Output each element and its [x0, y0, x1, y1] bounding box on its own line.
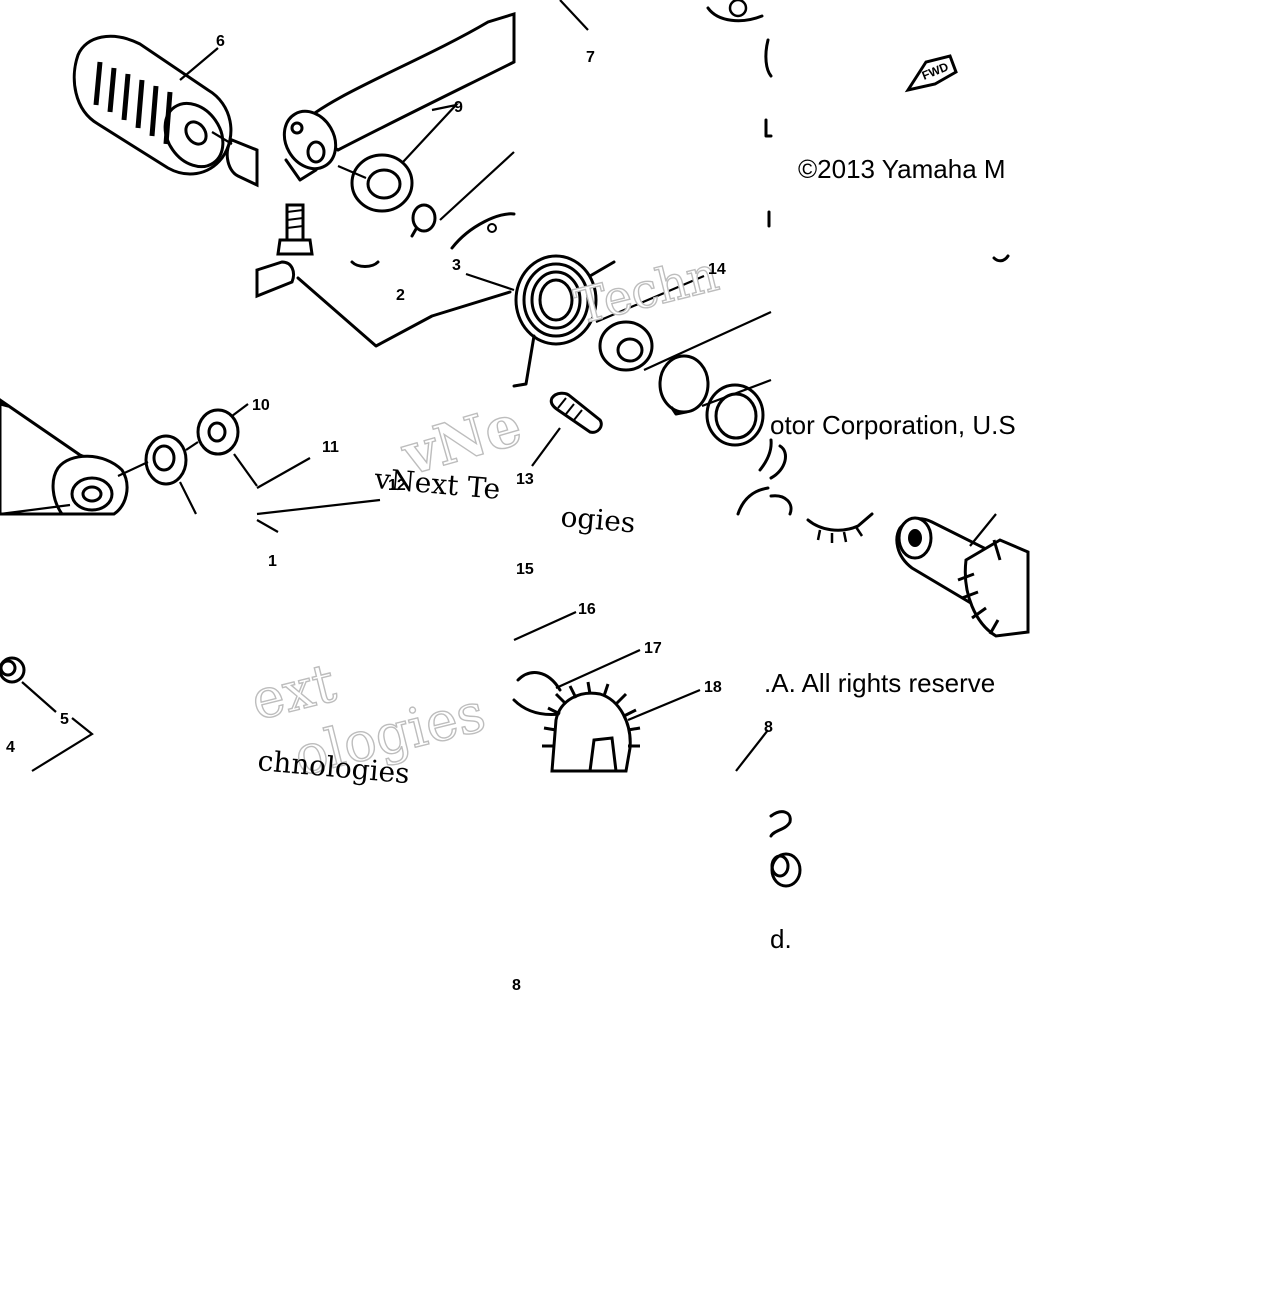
kick-spring-part [512, 254, 616, 388]
kick-axle-part [895, 516, 1030, 638]
leader-18 [627, 688, 701, 722]
leader-washer [439, 151, 515, 221]
kick-shaft-pin-part [549, 391, 603, 434]
leader-4 [31, 717, 94, 772]
bushing-part [144, 434, 188, 486]
leader-axle [969, 513, 997, 547]
washer-10-part [196, 408, 240, 456]
callout-17: 17 [644, 640, 662, 657]
callout-7: 7 [586, 49, 595, 66]
callout-10: 10 [252, 397, 270, 414]
lever-edge [758, 438, 773, 472]
leader-8 [735, 729, 769, 772]
washer-part [450, 212, 516, 250]
callout-18: 18 [704, 679, 722, 696]
leader-circlip [701, 378, 772, 408]
leader-17 [555, 648, 641, 690]
grip-collar-part [211, 131, 259, 188]
leader-1-stub [256, 519, 279, 533]
callout-11: 11 [322, 439, 339, 456]
spring-guide-part [598, 320, 654, 372]
spring-clip-part-2 [512, 698, 562, 716]
callout-1: 1 [268, 553, 277, 570]
top-washer-part [706, 0, 773, 228]
callout-12: 12 [388, 477, 406, 494]
lever-edge-2 [736, 486, 770, 516]
callout-3: 3 [452, 257, 461, 274]
callout-14: 14 [708, 261, 726, 278]
bolt-part [276, 203, 314, 256]
leader-arm-seal [337, 164, 367, 180]
leader-pedal [117, 461, 149, 477]
callout-5: 5 [60, 711, 69, 728]
callout-8-lower: 8 [512, 977, 521, 994]
fwd-arrow-icon: FWD [904, 54, 958, 93]
copyright-fragment-1: ©2013 Yamaha M [798, 154, 1006, 184]
callout-13: 13 [516, 471, 534, 488]
callout-15: 15 [516, 561, 534, 578]
leader-12 [256, 498, 381, 516]
pedal-part [0, 398, 129, 516]
watermark-techn: Techn [569, 246, 724, 336]
leader-6 [179, 47, 219, 81]
copyright-fragment-3: .A. All rights reserve [764, 668, 995, 698]
callout-9: 9 [454, 99, 463, 116]
ratchet-gear-part [806, 512, 874, 543]
small-ring-5-part [0, 656, 26, 684]
small-mark [992, 254, 1010, 263]
callout-8: 8 [764, 719, 773, 736]
return-spring-part [769, 810, 802, 888]
leader-pedal-bottom [0, 503, 71, 516]
leader-5 [21, 681, 57, 713]
kick-arm-part [282, 11, 516, 182]
leader-9 [402, 103, 460, 163]
callout-6: 6 [216, 33, 225, 50]
leader-bush [185, 441, 199, 451]
copyright-fragment-4: d. [770, 924, 792, 954]
kick-gear-part [542, 681, 641, 773]
leader-11 [256, 457, 311, 489]
callout-2: 2 [396, 287, 405, 304]
leader-3 [465, 272, 515, 292]
leader-7 [559, 0, 589, 31]
leader-16 [513, 610, 577, 642]
leader-11-stub [233, 453, 258, 487]
watermark-vne: vNe [394, 392, 529, 489]
leader-bush-down [179, 481, 197, 515]
leader-spring-guide [643, 310, 772, 372]
leader-10 [231, 403, 249, 417]
leader-13 [531, 427, 561, 467]
circlip-part [410, 203, 437, 238]
watermark-ogies: ogies [559, 500, 636, 539]
oil-seal-part [350, 153, 414, 213]
leader-14 [595, 274, 705, 324]
copyright-fragment-2: otor Corporation, U.S [770, 410, 1016, 440]
callout-16: 16 [578, 601, 596, 618]
spring-clip-part [516, 671, 562, 692]
shaft-part [255, 260, 512, 348]
lever-tail [769, 444, 787, 480]
lever-tail-2 [769, 494, 793, 516]
handle-grip-part [72, 34, 233, 176]
circlip-14-part [658, 354, 710, 416]
callout-4: 4 [6, 739, 15, 756]
